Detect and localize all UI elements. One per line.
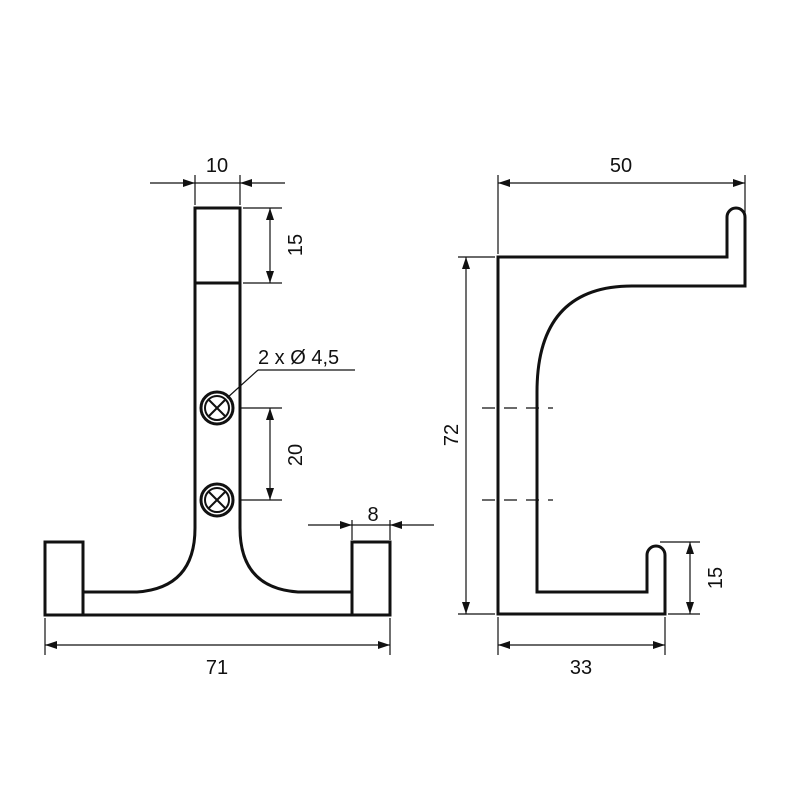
dim-depth-top-label: 50	[610, 155, 632, 177]
front-view-outline	[43, 206, 392, 617]
dim-lip-height: 15	[660, 541, 727, 615]
hidden-screw-lines	[482, 407, 553, 501]
front-view: 10 15 2 x Ø 4,5 20 8	[43, 155, 434, 679]
dim-top-width: 10	[150, 155, 285, 205]
mounting-hole-bottom	[199, 482, 235, 518]
dim-depth-bottom: 33	[497, 617, 666, 679]
dim-foot-width: 8	[308, 504, 434, 540]
dim-top-width-label: 10	[206, 155, 228, 177]
dim-hole-spacing-label: 20	[285, 444, 307, 466]
dim-holes-label: 2 x Ø 4,5	[258, 347, 339, 369]
dim-lip-height-label: 15	[705, 567, 727, 589]
dim-top-height: 15	[243, 207, 307, 284]
dim-height: 72	[441, 256, 495, 615]
dim-hole-spacing: 20	[240, 407, 307, 501]
mounting-hole-top	[199, 390, 235, 426]
dim-total-width: 71	[44, 618, 391, 679]
dim-top-height-label: 15	[285, 234, 307, 256]
dim-holes: 2 x Ø 4,5	[226, 347, 355, 399]
dim-foot-width-label: 8	[367, 504, 378, 526]
dim-total-width-label: 71	[206, 657, 228, 679]
side-view-outline	[496, 206, 747, 616]
side-view: 50 72 33 15	[441, 155, 747, 679]
dim-height-label: 72	[441, 424, 463, 446]
dim-depth-top: 50	[497, 155, 746, 254]
dim-depth-bottom-label: 33	[570, 657, 592, 679]
